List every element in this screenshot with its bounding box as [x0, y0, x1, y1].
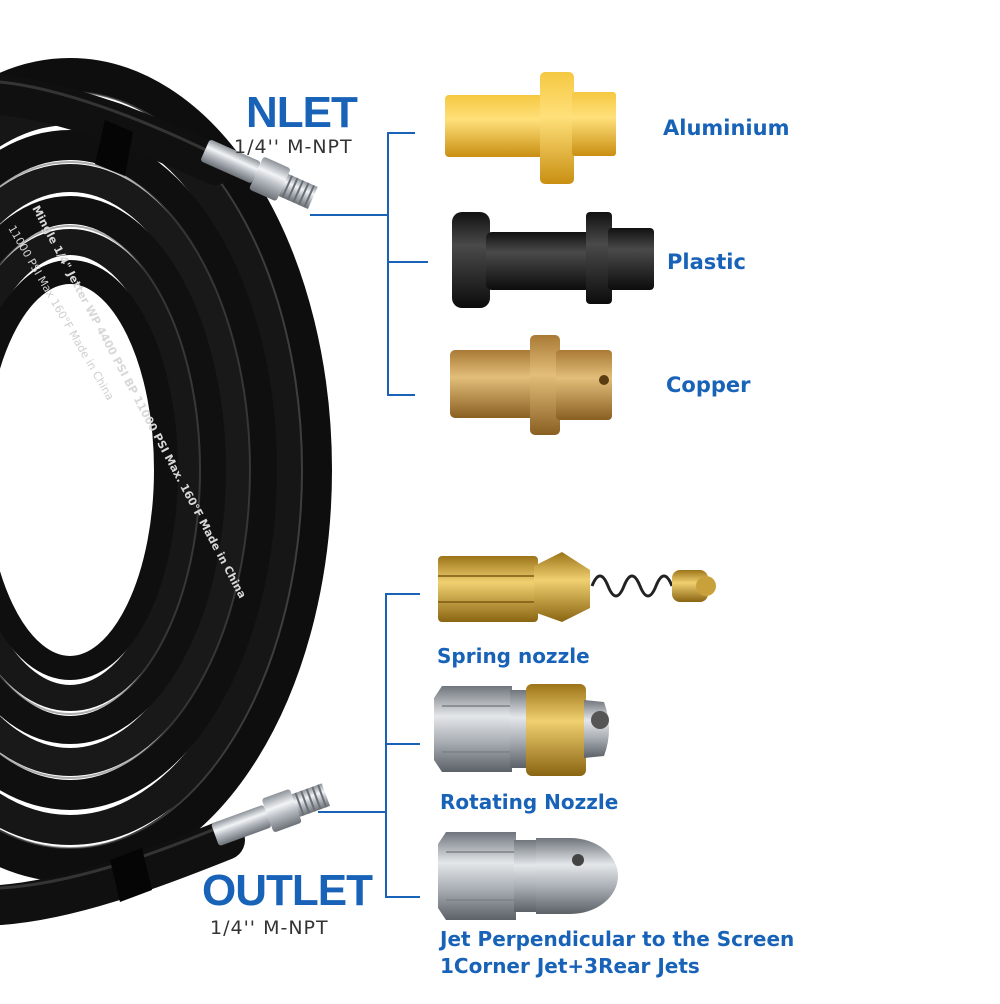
inlet-bracket — [310, 132, 428, 396]
outlet-title: OUTLET — [202, 866, 373, 915]
copper-adapter — [450, 335, 612, 435]
plastic-label: Plastic — [667, 250, 746, 274]
inlet-title: NLET — [246, 88, 358, 137]
hose-coil — [0, 58, 332, 882]
inlet-hose — [0, 75, 235, 185]
aluminium-label: Aluminium — [663, 116, 790, 140]
jet-nozzle-label-line2: 1Corner Jet+3Rear Jets — [440, 954, 700, 978]
inlet-fitting — [201, 139, 318, 209]
jet-nozzle-label-line1: Jet Perpendicular to the Screen — [440, 927, 795, 951]
plastic-adapter — [452, 212, 654, 308]
aluminium-adapter — [445, 72, 616, 184]
spring-nozzle-label: Spring nozzle — [437, 644, 590, 668]
jet-nozzle — [438, 832, 618, 920]
outlet-bracket — [318, 593, 420, 898]
rotating-nozzle-label: Rotating Nozzle — [440, 790, 619, 814]
copper-label: Copper — [666, 373, 751, 397]
inlet-spec: 1/4'' M-NPT — [234, 136, 353, 158]
spring-nozzle — [438, 552, 716, 622]
outlet-fitting — [211, 783, 330, 846]
rotating-nozzle — [434, 684, 609, 776]
outlet-hose — [0, 820, 245, 925]
outlet-spec: 1/4'' M-NPT — [210, 917, 329, 939]
